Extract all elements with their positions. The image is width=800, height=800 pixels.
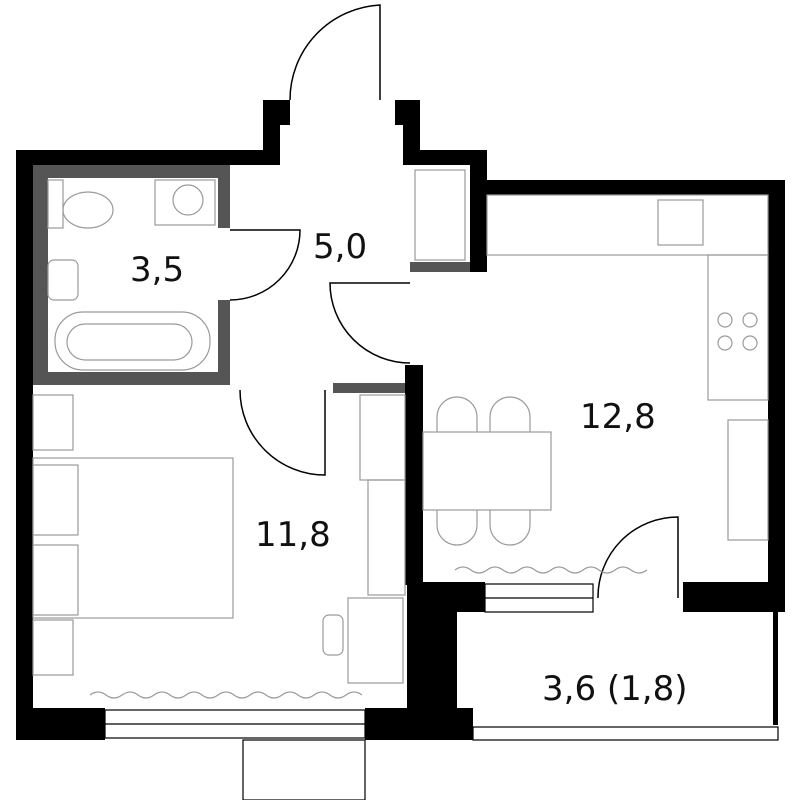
furniture bbox=[32, 169, 769, 699]
doors bbox=[229, 4, 679, 599]
balcony-door bbox=[597, 516, 679, 599]
toilet bbox=[47, 179, 64, 229]
bathtub bbox=[54, 311, 211, 371]
room-area-bedroom: 11,8 bbox=[255, 515, 331, 555]
room-area-balcony: 3,6 (1,8) bbox=[542, 669, 687, 709]
windows bbox=[104, 583, 779, 800]
entrance-door bbox=[289, 4, 381, 101]
dining-table bbox=[422, 431, 552, 511]
desk bbox=[347, 597, 404, 684]
kitchen-counter bbox=[486, 194, 769, 256]
chair bbox=[322, 614, 344, 656]
sofa bbox=[727, 419, 769, 541]
kitchen-door bbox=[329, 282, 411, 364]
closet-bedroom bbox=[359, 394, 406, 481]
exterior-walls bbox=[16, 100, 785, 740]
bed bbox=[32, 457, 234, 619]
room-area-hallway: 5,0 bbox=[313, 227, 367, 267]
chair bbox=[489, 396, 531, 432]
sink bbox=[47, 259, 79, 301]
wardrobe bbox=[367, 479, 406, 596]
chair bbox=[436, 510, 478, 546]
radiator bbox=[454, 566, 648, 574]
chair bbox=[436, 396, 478, 432]
kitchen-sink bbox=[657, 199, 704, 246]
washing-machine bbox=[154, 179, 216, 226]
room-area-kitchen: 12,8 bbox=[580, 397, 656, 437]
radiator bbox=[89, 691, 363, 699]
closet bbox=[414, 169, 466, 261]
room-area-bathroom: 3,5 bbox=[130, 250, 184, 290]
bedroom-door bbox=[239, 389, 326, 476]
interior-walls bbox=[33, 165, 470, 393]
nightstand bbox=[32, 394, 74, 451]
nightstand bbox=[32, 619, 74, 676]
chair bbox=[489, 510, 531, 546]
bathroom-door bbox=[229, 229, 301, 301]
